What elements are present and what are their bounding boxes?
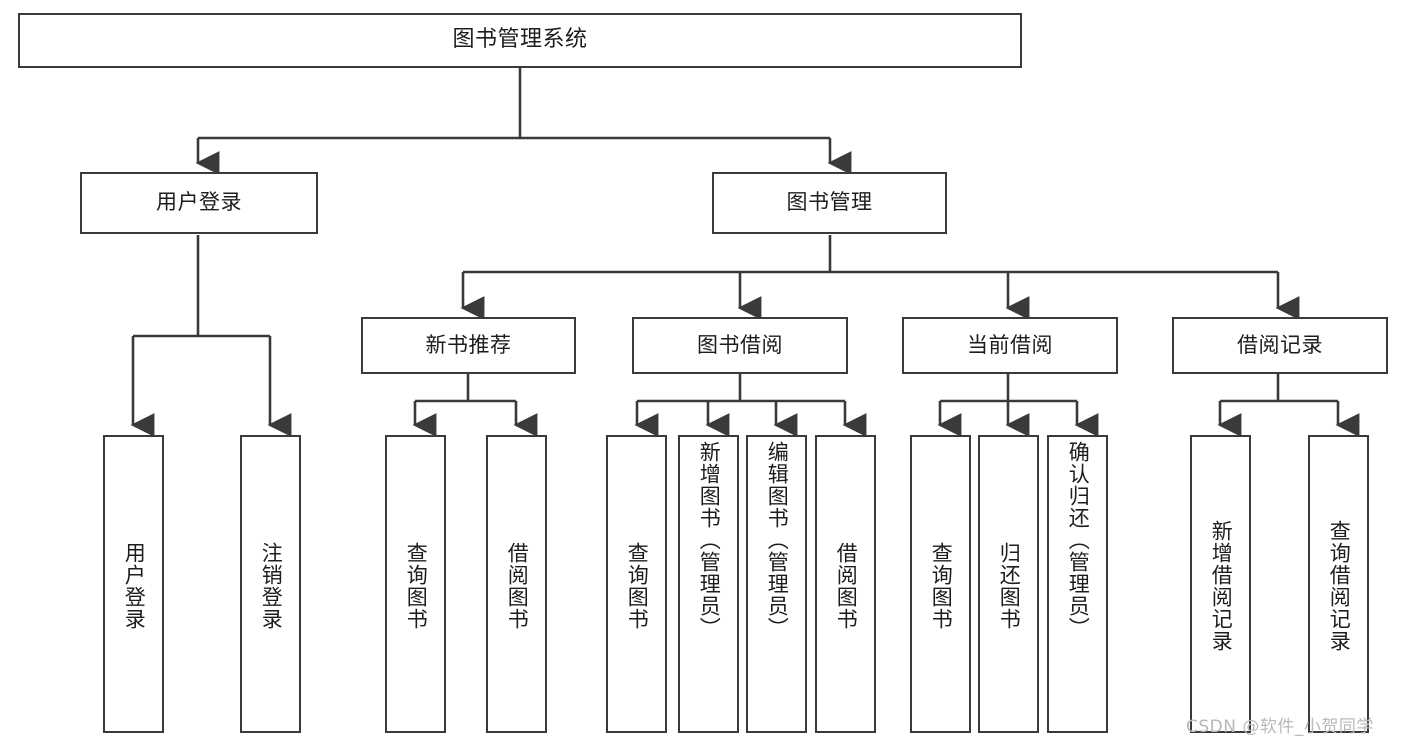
leaf-query-book-3[interactable]: 查询图书 [910, 435, 971, 733]
leaf-borrow-book-2-label: 借阅图书 [834, 542, 859, 630]
leaf-user-login[interactable]: 用户登录 [103, 435, 164, 733]
leaf-query-book-1[interactable]: 查询图书 [385, 435, 446, 733]
node-root[interactable]: 图书管理系统 [18, 13, 1022, 68]
leaf-confirm-return-label: 确认归还（管理员） [1066, 441, 1091, 639]
leaf-add-record-label: 新增借阅记录 [1209, 520, 1234, 652]
leaf-query-book-2[interactable]: 查询图书 [606, 435, 667, 733]
leaf-add-book-label: 新增图书（管理员） [697, 441, 722, 639]
node-current-borrow[interactable]: 当前借阅 [902, 317, 1118, 374]
node-root-label: 图书管理系统 [452, 27, 588, 53]
node-current-borrow-label: 当前借阅 [967, 332, 1053, 357]
node-book-borrow-label: 图书借阅 [697, 332, 783, 357]
leaf-add-book[interactable]: 新增图书（管理员） [678, 435, 739, 733]
csdn-watermark: CSDN @软件_小贺同学 [1186, 717, 1374, 737]
leaf-logout[interactable]: 注销登录 [240, 435, 301, 733]
leaf-logout-label: 注销登录 [259, 542, 284, 630]
node-book-borrow[interactable]: 图书借阅 [632, 317, 848, 374]
node-book-manage[interactable]: 图书管理 [712, 172, 947, 234]
leaf-add-record[interactable]: 新增借阅记录 [1190, 435, 1251, 733]
leaf-query-book-1-label: 查询图书 [404, 542, 429, 630]
node-user-login-label: 用户登录 [156, 190, 242, 215]
leaf-confirm-return[interactable]: 确认归还（管理员） [1047, 435, 1108, 733]
node-user-login[interactable]: 用户登录 [80, 172, 318, 234]
leaf-query-record-label: 查询借阅记录 [1327, 520, 1352, 652]
leaf-borrow-book-1[interactable]: 借阅图书 [486, 435, 547, 733]
leaf-return-book[interactable]: 归还图书 [978, 435, 1039, 733]
leaf-user-login-label: 用户登录 [122, 542, 147, 630]
leaf-borrow-book-1-label: 借阅图书 [505, 542, 530, 630]
node-borrow-record-label: 借阅记录 [1237, 332, 1323, 357]
node-new-book-rec[interactable]: 新书推荐 [361, 317, 576, 374]
leaf-return-book-label: 归还图书 [997, 542, 1022, 630]
leaf-borrow-book-2[interactable]: 借阅图书 [815, 435, 876, 733]
leaf-query-book-2-label: 查询图书 [625, 542, 650, 630]
node-borrow-record[interactable]: 借阅记录 [1172, 317, 1388, 374]
leaf-edit-book[interactable]: 编辑图书（管理员） [746, 435, 807, 733]
leaf-query-record[interactable]: 查询借阅记录 [1308, 435, 1369, 733]
leaf-query-book-3-label: 查询图书 [929, 542, 954, 630]
leaf-edit-book-label: 编辑图书（管理员） [765, 441, 790, 639]
node-new-book-rec-label: 新书推荐 [425, 332, 512, 357]
node-book-manage-label: 图书管理 [786, 190, 873, 215]
